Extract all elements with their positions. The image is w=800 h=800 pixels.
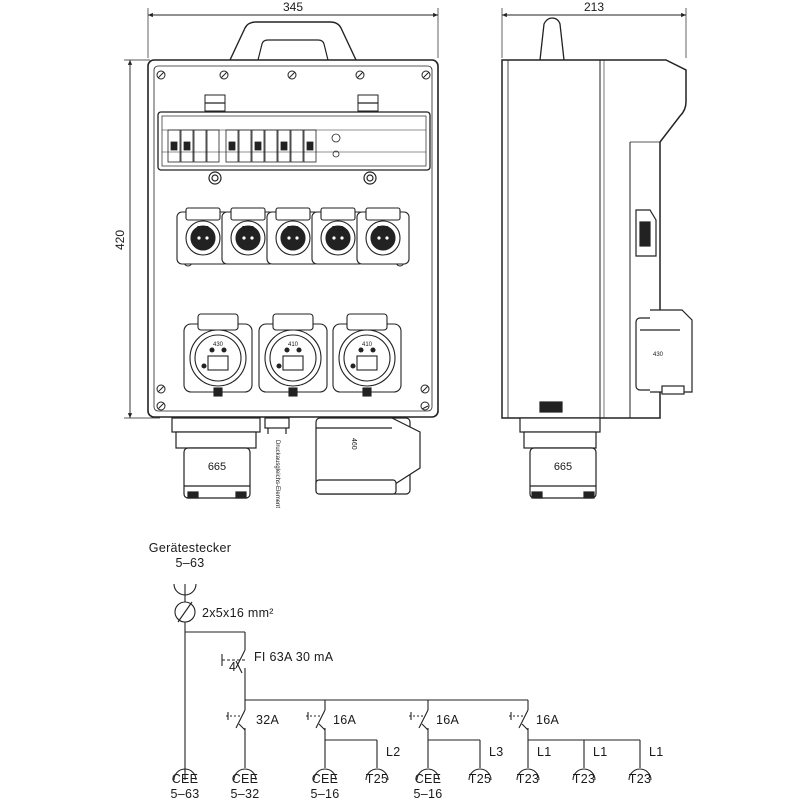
- front-view: [124, 8, 439, 419]
- rcd-poles: 4: [229, 660, 236, 674]
- output-symbol-4: [365, 768, 389, 781]
- output-name-8: T23: [573, 772, 595, 786]
- phase-label-3: L1: [537, 745, 552, 759]
- cee-label-2: 410: [288, 342, 299, 348]
- front-inlet-plug: [183, 447, 251, 499]
- output-symbol-7: [516, 768, 540, 781]
- phase-label-2: L3: [489, 745, 504, 759]
- phase-label-5: L1: [649, 745, 664, 759]
- phase-label-1: L2: [386, 745, 401, 759]
- cable-spec: 2x5x16 mm²: [202, 606, 274, 620]
- output-socket-symbols: [173, 768, 652, 781]
- side-housing: [501, 59, 687, 419]
- cee-socket-1: [183, 313, 253, 397]
- carry-handle: [229, 21, 357, 61]
- front-width-label: 345: [283, 0, 303, 14]
- cee-socket-labels: 430 410 410: [213, 342, 373, 348]
- phase-label-4: L1: [593, 745, 608, 759]
- side-socket-text: 430: [653, 352, 664, 358]
- breaker-label-1: 32A: [256, 713, 280, 727]
- rcd-switch-symbol: [235, 649, 246, 669]
- output-rating-3: 5–16: [310, 787, 339, 800]
- output-name-2: CEE: [232, 772, 259, 786]
- inlet-title: Gerätestecker: [149, 541, 231, 555]
- output-rating-1: 5–63: [170, 787, 199, 800]
- cee-label-1: 430: [213, 342, 224, 348]
- schuko-socket-3: [266, 207, 320, 265]
- cee-label-3: 410: [362, 342, 373, 348]
- breaker-label-4: 16A: [536, 713, 560, 727]
- output-rating-5: 5–16: [413, 787, 442, 800]
- front-inlet-label: 665: [208, 461, 226, 473]
- housing-outline: [147, 59, 439, 418]
- cee-sockets: [183, 313, 402, 397]
- wiring-schematic: [173, 583, 652, 781]
- schuko-socket-4: [311, 207, 365, 265]
- height-label: 420: [113, 230, 127, 250]
- socket-label-4: T23: [332, 226, 344, 233]
- output-name-3: CEE: [312, 772, 339, 786]
- breaker-window: [157, 111, 431, 171]
- breaker-symbol-3: [409, 709, 481, 768]
- front-bottom-parts: [171, 417, 421, 499]
- housing-screws: [156, 70, 431, 411]
- schuko-sockets: [176, 207, 410, 265]
- output-symbol-6: [468, 768, 492, 781]
- rcd-label: FI 63A 30 mA: [254, 650, 334, 664]
- output-rating-2: 5–32: [230, 787, 259, 800]
- cee-socket-3: [332, 313, 402, 397]
- breaker-label-3: 16A: [436, 713, 460, 727]
- inlet-rating: 5–63: [175, 556, 204, 570]
- breaker-symbol-2: [306, 709, 378, 768]
- schuko-socket-2: [221, 207, 275, 265]
- breaker-label-2: 16A: [333, 713, 357, 727]
- breaker-symbol-4: [509, 709, 641, 768]
- schuko-socket-5: [356, 207, 410, 265]
- side-handle: [539, 17, 565, 61]
- output-symbol-5: [416, 768, 440, 781]
- output-symbol-8: [572, 768, 596, 781]
- schematic-labels: Gerätestecker 5–63 2x5x16 mm² FI 63A 30 …: [149, 541, 664, 800]
- output-symbol-9: [628, 768, 652, 781]
- breaker-modules: [167, 129, 341, 163]
- schuko-socket-labels: T25 T25 T23 T23 T23: [197, 226, 389, 233]
- socket-label-5: T23: [377, 226, 389, 233]
- output-name-4: T25: [366, 772, 388, 786]
- socket-label-1: T25: [197, 226, 209, 233]
- breaker-symbol-1: [226, 709, 246, 768]
- output-symbol-2: [233, 768, 257, 781]
- output-name-7: T23: [517, 772, 539, 786]
- side-socket-label: 460: [350, 438, 357, 450]
- side-width-label: 213: [584, 0, 604, 14]
- socket-label-3: T23: [287, 226, 299, 233]
- schuko-socket-1: [176, 207, 230, 265]
- side-label-plate: [539, 401, 563, 413]
- pressure-element-label: Druckausgleichs-Element: [274, 440, 280, 508]
- output-name-5: CEE: [415, 772, 442, 786]
- socket-label-2: T25: [242, 226, 254, 233]
- output-name-9: T23: [629, 772, 651, 786]
- side-inlet-label: 665: [554, 461, 572, 473]
- output-symbol-3: [313, 768, 337, 781]
- cee-socket-2: [258, 313, 328, 397]
- side-view: [501, 8, 693, 499]
- output-name-1: CEE: [172, 772, 199, 786]
- side-inlet-plug: [529, 447, 597, 499]
- output-name-6: T25: [469, 772, 491, 786]
